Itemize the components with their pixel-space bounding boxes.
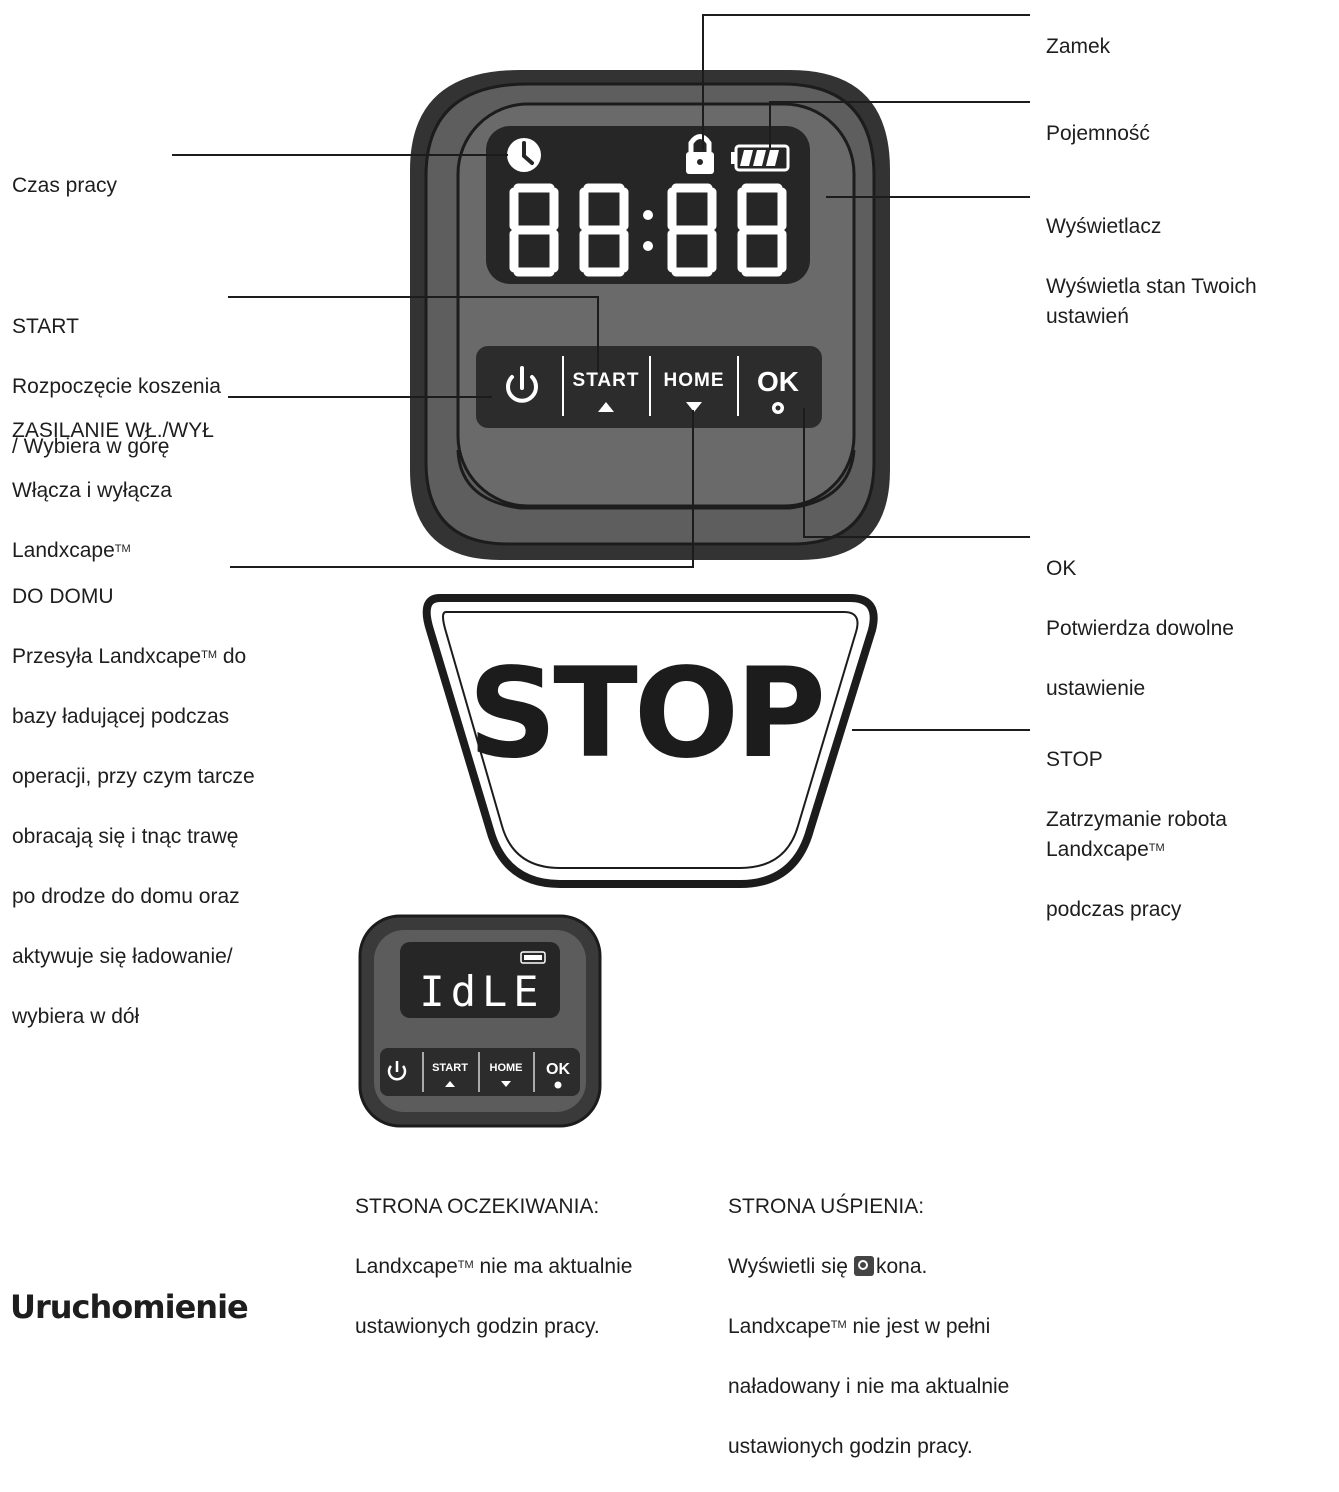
lock-icon (686, 134, 714, 174)
small-display-screen (400, 942, 560, 1018)
start-button[interactable]: START (573, 370, 640, 412)
power-button[interactable] (506, 366, 538, 403)
label-ok: OK Potwierdza dowolne ustawienie (1046, 557, 1234, 700)
small-button-strip (380, 1048, 580, 1096)
small-control-panel: IdLE START HOME OK (358, 914, 602, 1128)
leader-home (230, 410, 694, 568)
leader-lock (702, 14, 1030, 150)
home-button-label: HOME (664, 370, 725, 391)
small-home-button[interactable]: HOME (490, 1062, 523, 1087)
arrow-up-icon (598, 402, 614, 412)
label-display: Wyświetlacz Wyświetla stan Twoich ustawi… (1046, 215, 1257, 328)
label-lock: Zamek (1046, 35, 1111, 58)
small-start-button[interactable]: START (432, 1062, 468, 1087)
ok-button-label: OK (757, 366, 799, 397)
leader-ok (803, 408, 1030, 538)
small-ok-button[interactable]: OK (546, 1061, 570, 1089)
clock-icon (854, 1256, 874, 1276)
colon-dot-bottom (643, 241, 653, 251)
label-home: DO DOMU Przesyła LandxcapeTM do bazy ład… (12, 585, 255, 1028)
battery-icon (731, 144, 790, 172)
start-button-label: START (573, 370, 640, 391)
clock-icon (507, 138, 541, 172)
label-capacity: Pojemność (1046, 122, 1150, 145)
display-screen (486, 126, 810, 284)
arrow-down-icon (686, 402, 702, 412)
main-control-panel: START HOME OK (410, 70, 890, 560)
label-power: ZASILANIE WŁ./WYŁ Włącza i wyłącza Landx… (12, 419, 214, 562)
power-icon (506, 375, 538, 403)
svg-text:OK: OK (546, 1061, 570, 1078)
label-start: START Rozpoczęcie koszenia / Wybiera w g… (12, 315, 221, 458)
control-panel-diagram: START HOME OK STOP (172, 14, 1030, 1128)
leader-start (228, 296, 599, 372)
svg-text:START: START (432, 1062, 468, 1074)
small-battery-icon (520, 951, 546, 964)
small-power-button[interactable] (387, 1061, 407, 1081)
leader-capacity (769, 101, 1030, 148)
svg-text:HOME: HOME (490, 1062, 523, 1074)
stop-button[interactable]: STOP (422, 594, 878, 888)
colon-dot-top (643, 210, 653, 220)
leader-lines (172, 14, 1030, 731)
stop-button-label: STOP (468, 642, 822, 786)
small-display-text: IdLE (419, 967, 544, 1016)
label-work-time: Czas pracy (12, 174, 118, 197)
label-stop: STOP Zatrzymanie robota LandxcapeTM podc… (1046, 748, 1227, 921)
home-button[interactable]: HOME (664, 370, 725, 412)
ok-button[interactable]: OK (757, 366, 799, 414)
gear-icon (772, 402, 784, 414)
caption-idle: STRONA OCZEKIWANIA: LandxcapeTM nie ma a… (355, 1195, 633, 1338)
section-heading: Uruchomienie (10, 1288, 248, 1326)
